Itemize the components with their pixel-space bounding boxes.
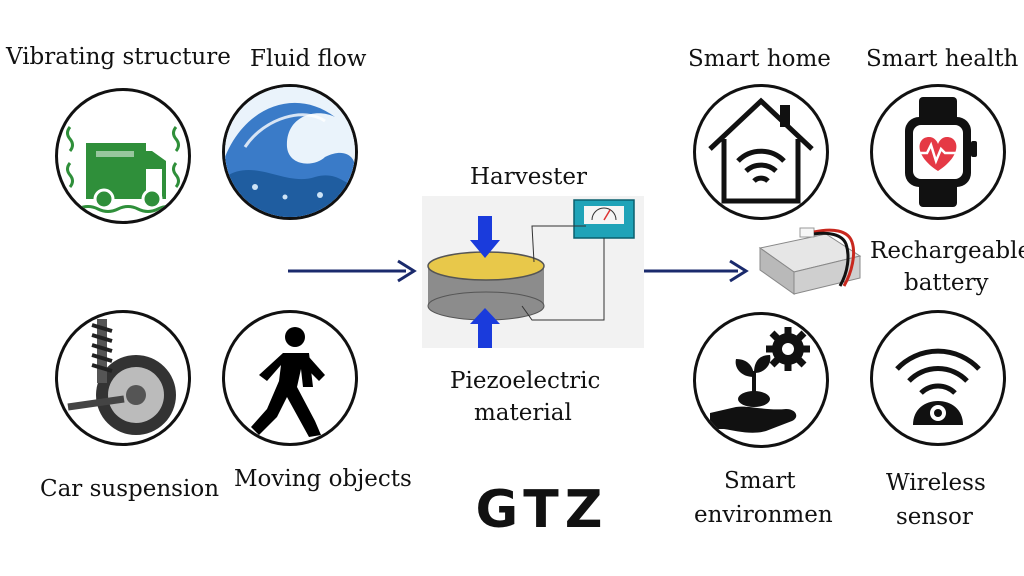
plant-gear-icon	[693, 312, 829, 448]
smart-environment-line2: environmen	[694, 502, 833, 528]
smart-home-icon	[693, 84, 829, 220]
harvester-title: Harvester	[470, 164, 588, 190]
wireless-sensor-line2: sensor	[896, 504, 973, 530]
smart-health-label: Smart health	[866, 46, 1019, 72]
smart-environment-line1: Smart	[724, 468, 796, 494]
walking-person-icon	[222, 310, 358, 446]
piezo-disc-icon	[422, 196, 644, 348]
wireless-sensor-icon	[870, 310, 1006, 446]
truck-vibration-icon	[55, 88, 191, 224]
moving-objects-label: Moving objects	[234, 466, 412, 492]
car-suspension-icon	[55, 310, 191, 446]
piezo-material-line1: Piezoelectric	[450, 368, 601, 394]
wireless-sensor-line1: Wireless	[886, 470, 986, 496]
gtz-watermark: GTZ	[475, 480, 609, 540]
water-wave-icon	[222, 84, 358, 220]
battery-label-line2: battery	[904, 270, 989, 296]
battery-icon	[752, 220, 868, 304]
car-suspension-label: Car suspension	[40, 476, 220, 502]
vibrating-structure-label: Vibrating structure	[6, 44, 231, 70]
smartwatch-heart-icon	[870, 84, 1006, 220]
input-arrow	[288, 259, 417, 283]
fluid-flow-label: Fluid flow	[250, 46, 367, 72]
smart-home-label: Smart home	[688, 46, 831, 72]
battery-label-line1: Rechargeable	[870, 238, 1024, 264]
piezo-material-line2: material	[474, 400, 572, 426]
